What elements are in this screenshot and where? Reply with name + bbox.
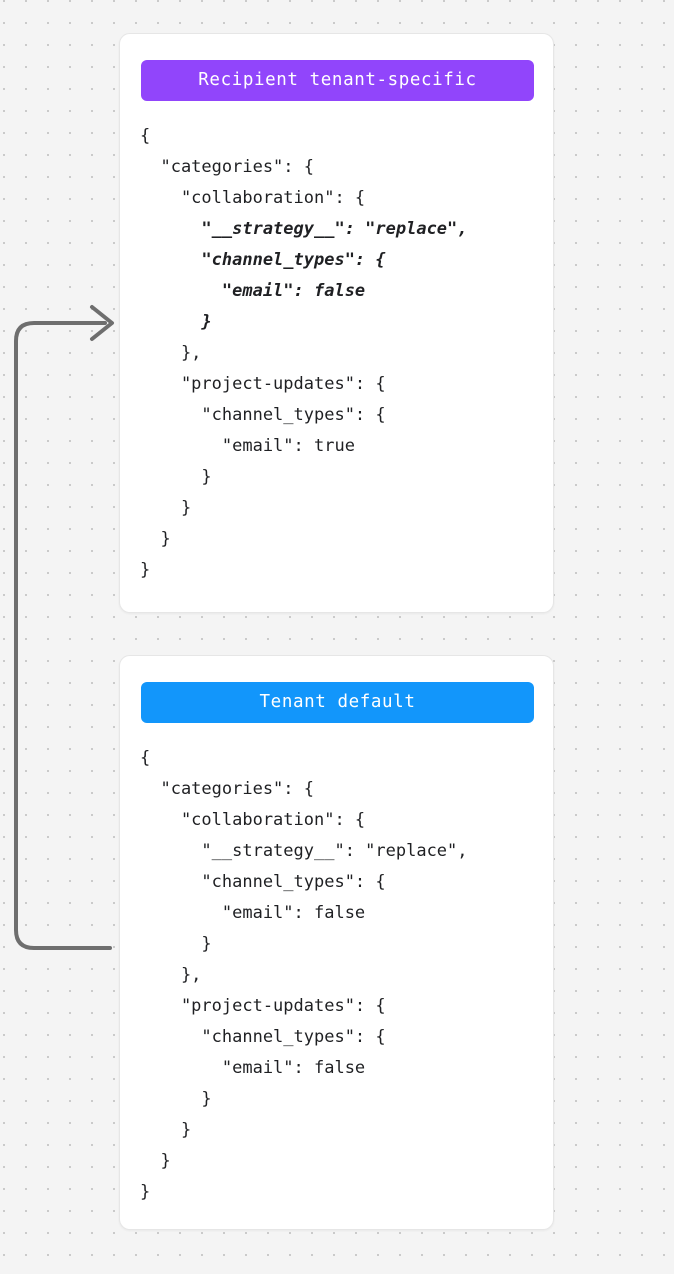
code-line: "channel_types": {: [140, 872, 386, 892]
code-line: }: [140, 1089, 212, 1109]
code-line: "channel_types": {: [140, 250, 386, 270]
connector-path: [14, 321, 112, 950]
code-line: }: [140, 467, 212, 487]
code-line: }: [140, 1151, 171, 1171]
json-code-block-tenant: { "categories": { "collaboration": { "__…: [140, 743, 541, 1208]
code-line: },: [140, 343, 202, 363]
code-line: "channel_types": {: [140, 405, 386, 425]
code-line: "__strategy__": "replace",: [140, 219, 468, 239]
code-line: }: [140, 1120, 192, 1140]
card-header-label-recipient: Recipient tenant-specific: [198, 69, 477, 90]
code-line: }: [140, 934, 212, 954]
code-line: {: [140, 748, 151, 768]
code-line: "collaboration": {: [140, 810, 366, 830]
code-line: }: [140, 560, 151, 580]
code-line: "channel_types": {: [140, 1027, 386, 1047]
code-line: "email": true: [140, 436, 355, 456]
arrowhead-icon: [90, 305, 114, 341]
code-line: "categories": {: [140, 779, 314, 799]
code-line: "categories": {: [140, 157, 314, 177]
card-header-label-tenant: Tenant default: [259, 691, 416, 712]
code-line: {: [140, 126, 151, 146]
code-line: "project-updates": {: [140, 374, 386, 394]
code-line: }: [140, 498, 192, 518]
card-recipient-tenant-specific[interactable]: Recipient tenant-specific { "categories"…: [119, 33, 554, 613]
code-line: "email": false: [140, 281, 366, 301]
code-line: "collaboration": {: [140, 188, 366, 208]
card-tenant-default[interactable]: Tenant default { "categories": { "collab…: [119, 655, 554, 1230]
code-line: },: [140, 965, 202, 985]
code-line: "email": false: [140, 1058, 366, 1078]
code-line: }: [140, 529, 171, 549]
code-line: }: [140, 312, 212, 332]
card-header-recipient: Recipient tenant-specific: [141, 60, 534, 101]
code-line: "project-updates": {: [140, 996, 386, 1016]
code-line: "email": false: [140, 903, 366, 923]
code-line: }: [140, 1182, 151, 1202]
code-line: "__strategy__": "replace",: [140, 841, 468, 861]
json-code-block-recipient: { "categories": { "collaboration": { "__…: [140, 121, 541, 586]
card-header-tenant: Tenant default: [141, 682, 534, 723]
